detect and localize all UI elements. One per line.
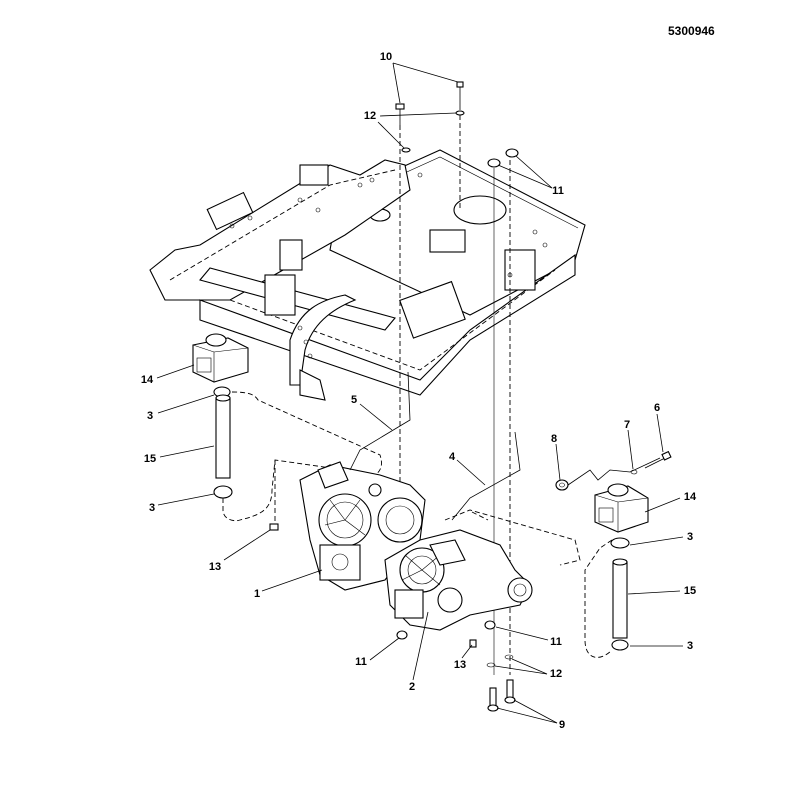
callout-4: 4 (448, 451, 456, 463)
callout-14: 14 (683, 491, 697, 503)
reservoir-14-left (192, 333, 249, 383)
callout-12: 12 (549, 668, 563, 680)
callout-2: 2 (408, 681, 416, 693)
fitting-13-right (469, 639, 477, 648)
callout-13: 13 (453, 659, 467, 671)
rod-5 (349, 371, 411, 471)
callout-1: 1 (253, 588, 261, 600)
fitting-13-left (269, 523, 279, 531)
leader-lines (156, 62, 684, 724)
washer-12 (401, 110, 465, 153)
nut-8 (555, 479, 569, 491)
document-id: 5300946 (668, 24, 715, 38)
callout-5: 5 (350, 394, 358, 406)
callout-11: 11 (355, 656, 367, 668)
clamp-3-right-top (610, 537, 630, 549)
bolt-9 (487, 679, 516, 712)
bolt-10 (395, 81, 464, 125)
rod-4 (451, 431, 521, 521)
nut-11-upper (487, 148, 519, 168)
callout-11: 11 (550, 636, 562, 648)
washer-12-lower (486, 654, 514, 668)
callout-13: 13 (208, 561, 222, 573)
callout-15: 15 (143, 453, 157, 465)
callout-3: 3 (686, 531, 694, 543)
bolt-6 (644, 450, 672, 469)
callout-14: 14 (140, 374, 154, 386)
callout-9: 9 (558, 719, 566, 731)
bracket-lines-right (567, 457, 661, 486)
callout-3: 3 (148, 502, 156, 514)
callout-3: 3 (686, 640, 694, 652)
hose-15-left (215, 394, 231, 479)
callout-6: 6 (653, 402, 661, 414)
clamp-3-left-bottom (213, 485, 233, 499)
nut-11-lower (396, 620, 496, 640)
washer-7 (630, 469, 638, 475)
callout-7: 7 (623, 419, 631, 431)
clamp-3-right-bottom (611, 639, 629, 651)
reservoir-14-right (594, 483, 649, 533)
callout-15: 15 (683, 585, 697, 597)
transaxle-2 (384, 529, 533, 631)
hose-15-right (612, 558, 628, 639)
chassis-frame (149, 149, 586, 401)
callout-12: 12 (363, 110, 377, 122)
callout-3: 3 (146, 410, 154, 422)
callout-10: 10 (379, 51, 393, 63)
callout-11: 11 (552, 185, 564, 197)
callout-8: 8 (550, 433, 558, 445)
